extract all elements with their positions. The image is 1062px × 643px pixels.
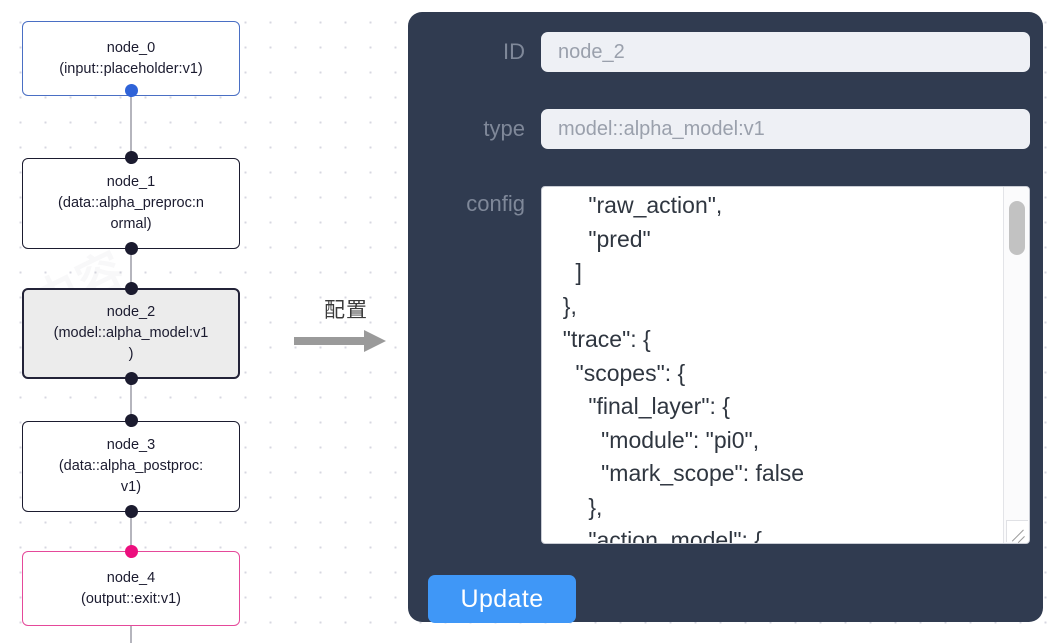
arrow-head [364,330,386,352]
config-textarea[interactable]: "raw_action", "pred" ] }, "trace": { "sc… [562,192,805,543]
config-scrollbar-thumb[interactable] [1009,201,1025,255]
graph-edge-node2-node3 [130,375,132,425]
config-field-label: config [466,191,525,216]
arrow-shaft [294,337,366,345]
id-field-label: ID [503,39,525,64]
field-row-config: config "raw_action", "pred" ] }, "trace"… [408,186,1043,544]
node-config-panel: ID type config "raw_action", "pred" ] },… [408,12,1043,623]
graph-edge-node1-node2 [130,245,132,292]
update-button[interactable]: Update [428,575,576,623]
node-handle-node1-source[interactable] [124,242,138,255]
node-handle-node4-target[interactable] [124,545,138,558]
node-handle-node1-target[interactable] [124,151,138,164]
graph-canvas[interactable]: node_0 (input::placeholder:v1) node_1 (d… [0,0,400,643]
id-input[interactable] [541,32,1030,72]
arrow-right-icon [294,328,398,354]
field-row-type: type [408,109,1043,149]
annotation-label: 配置 [324,299,368,322]
node-handle-node3-source[interactable] [124,505,138,518]
graph-edge-node0-node1 [130,92,132,162]
graph-node-label: node_3 (data::alpha_postproc: v1) [58,437,204,495]
config-textarea-wrapper[interactable]: "raw_action", "pred" ] }, "trace": { "sc… [541,186,1030,544]
type-field-label: type [483,116,525,141]
graph-node-node-4[interactable]: node_4 (output::exit:v1) [22,551,240,626]
graph-edge-node3-node4 [130,508,132,555]
graph-edge-tail [130,626,132,643]
annotation-group: 配置 [294,298,398,354]
graph-node-node-1[interactable]: node_1 (data::alpha_preproc:n ormal) [22,158,240,249]
graph-node-label: node_4 (output::exit:v1) [81,569,181,607]
type-input[interactable] [541,109,1030,149]
node-handle-node2-target[interactable] [124,282,138,295]
node-handle-node0-source[interactable] [124,84,138,97]
node-handle-node3-target[interactable] [124,414,138,427]
graph-node-node-2[interactable]: node_2 (model::alpha_model:v1 ) [22,288,240,379]
graph-node-label: node_1 (data::alpha_preproc:n ormal) [58,174,204,232]
node-handle-node2-source[interactable] [124,372,138,385]
resize-handle-icon[interactable] [1006,520,1028,542]
graph-node-label: node_2 (model::alpha_model:v1 ) [53,304,209,362]
graph-node-label: node_0 (input::placeholder:v1) [59,39,203,77]
field-row-id: ID [408,32,1043,72]
graph-node-node-3[interactable]: node_3 (data::alpha_postproc: v1) [22,421,240,512]
config-scrollbar[interactable] [1003,187,1029,543]
